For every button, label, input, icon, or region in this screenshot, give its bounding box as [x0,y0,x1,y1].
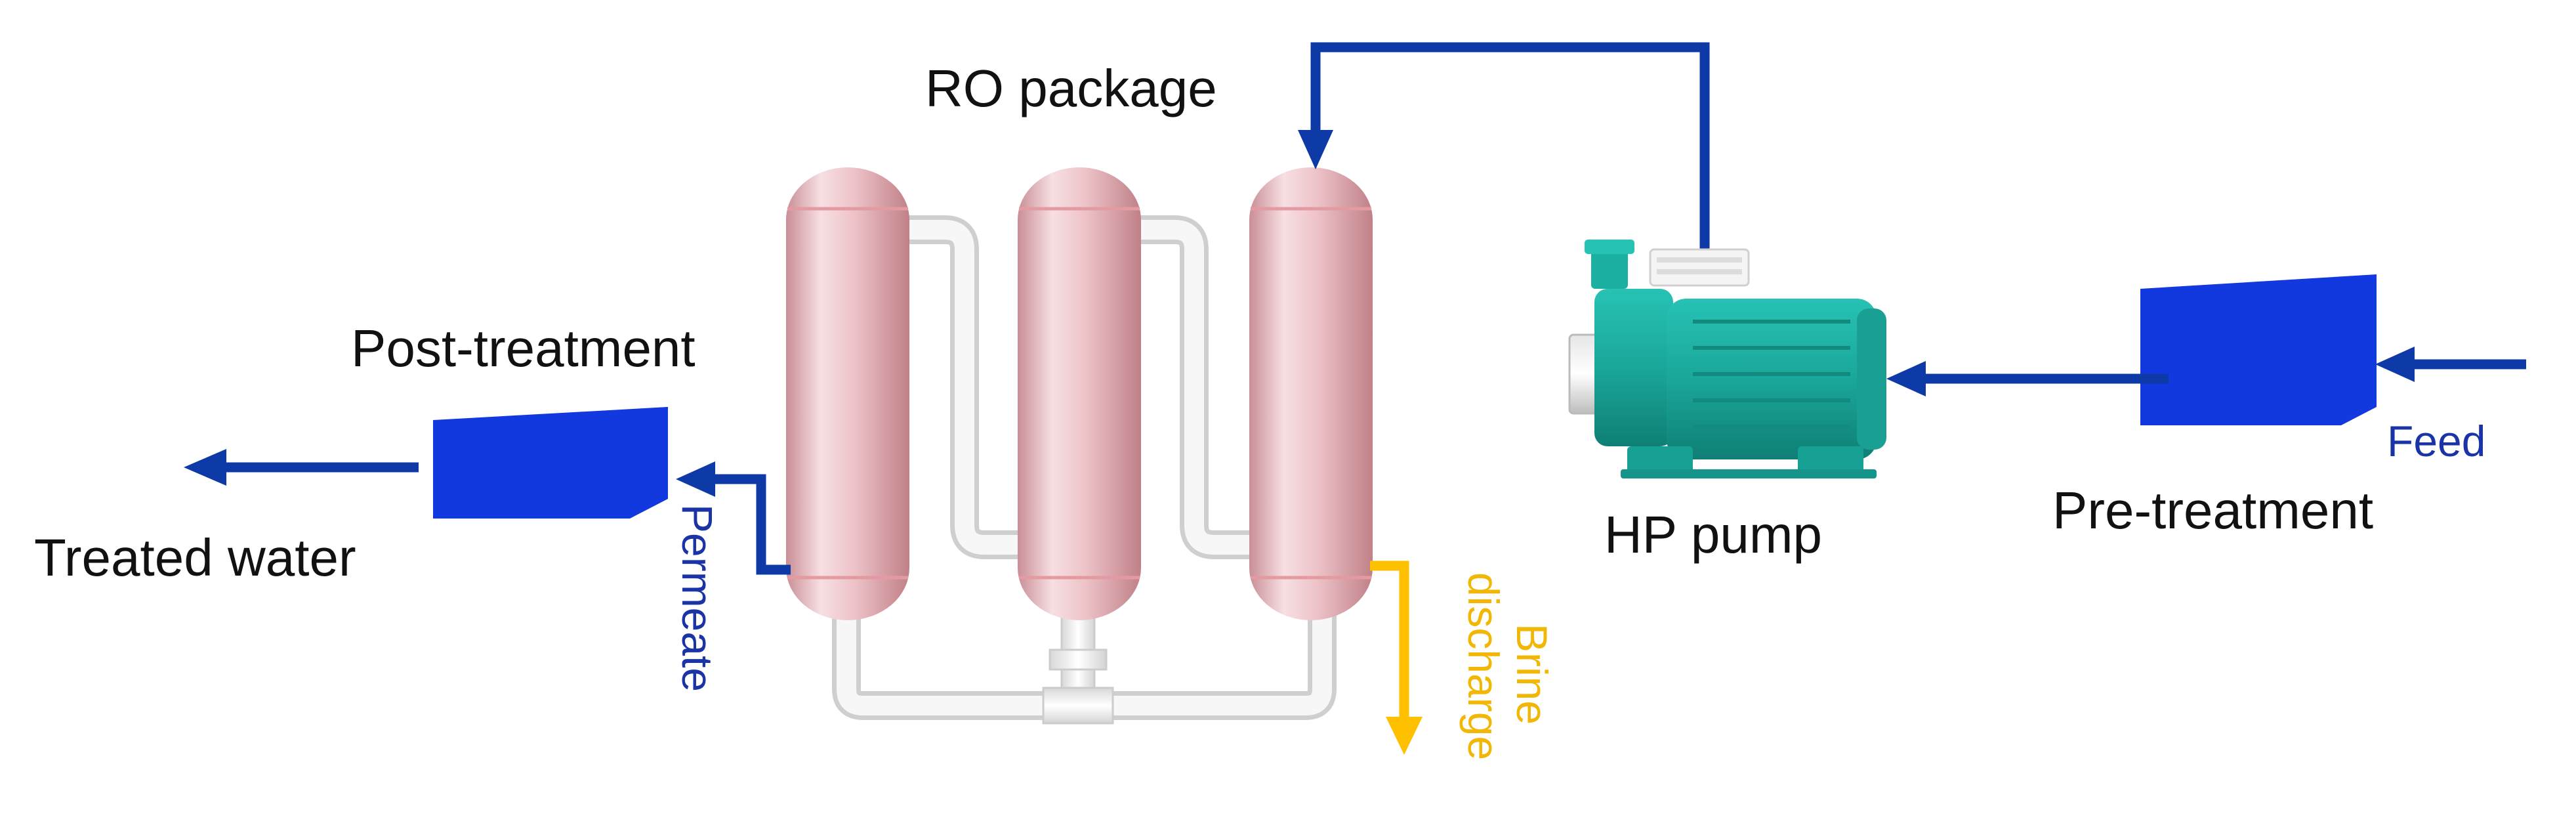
treated-water-outlet-line [184,449,419,486]
pre-treatment-label: Pre-treatment [2052,481,2373,540]
brine-label: Brine [1508,624,1556,725]
feed-label: Feed [2387,417,2485,465]
ro-pressure-vessels [786,167,1373,620]
treatment-unit-icon [2140,274,2377,425]
pretreatment-to-pump-line [1886,361,2169,396]
ro-package-label: RO package [925,59,1217,117]
brine-discharge-label: discharge [1459,572,1508,760]
pressure-vessel-icon [786,167,909,620]
pressure-vessel-icon [1018,167,1141,620]
centrifugal-pump-icon [1568,240,1886,478]
post-treatment-label: Post-treatment [351,319,696,377]
pressure-vessel-icon [1249,167,1373,620]
treatment-unit-icon [433,407,668,519]
high-pressure-feed-line [1298,42,1710,253]
post-treatment-unit [433,407,668,519]
feed-inlet-line [2375,347,2526,382]
permeate-label: Permeate [673,504,722,692]
vessel-interconnect-pipes [832,215,1337,725]
permeate-line [676,461,791,575]
pre-treatment-unit [2140,274,2377,425]
hp-pump-label: HP pump [1604,505,1822,564]
brine-discharge-line [1370,561,1423,755]
treated-water-label: Treated water [34,528,356,587]
